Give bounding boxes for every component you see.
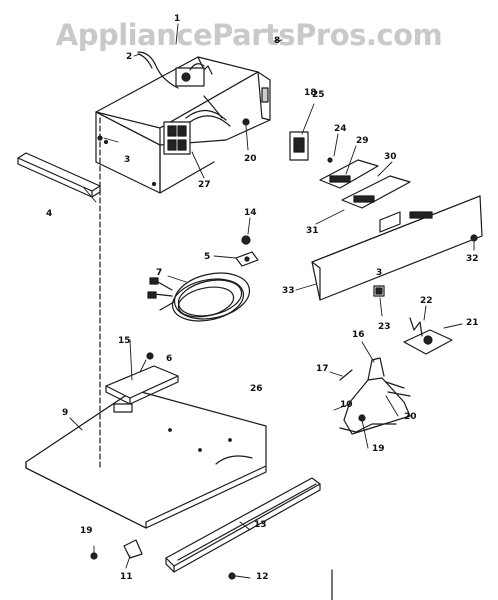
base-plate <box>25 352 267 529</box>
terminal-block <box>163 95 231 155</box>
wire-lead <box>137 51 179 89</box>
callout-10: 10 <box>340 400 353 410</box>
callout-12: 12 <box>256 572 269 582</box>
callout-16: 16 <box>352 330 365 340</box>
callout-25: 25 <box>312 90 325 100</box>
callout-4: 4 <box>46 209 53 219</box>
callout-2: 2 <box>126 52 133 62</box>
callout-21: 21 <box>466 318 479 328</box>
callout-19-right: 19 <box>372 444 385 454</box>
callout-19-left: 19 <box>80 526 93 536</box>
callout-24: 24 <box>334 124 347 134</box>
callout-32: 32 <box>466 254 479 264</box>
callout-15: 15 <box>118 336 131 346</box>
callout-20-lower: 20 <box>404 412 417 422</box>
control-panel-assembly <box>289 131 483 301</box>
callout-11: 11 <box>120 572 133 582</box>
callout-3-harness: 3 <box>376 268 383 278</box>
watermark: AppliancePartsPros.com <box>55 18 443 52</box>
callout-27: 27 <box>198 180 211 190</box>
callout-20-upper: 20 <box>244 154 257 164</box>
coiled-harness <box>147 272 251 322</box>
callout-23: 23 <box>378 322 391 332</box>
callout-6: 6 <box>166 354 173 364</box>
callout-18: 18 <box>304 88 317 98</box>
callout-13: 13 <box>254 520 267 530</box>
callout-9: 9 <box>62 408 69 418</box>
callout-29: 29 <box>356 136 369 146</box>
callout-17: 17 <box>316 364 329 374</box>
trim-rail <box>17 152 101 198</box>
callout-30: 30 <box>384 152 397 162</box>
callout-14: 14 <box>244 208 257 218</box>
retaining-pin <box>339 369 353 381</box>
callout-1: 1 <box>174 14 181 24</box>
front-rail <box>165 477 321 573</box>
wire-clip <box>235 235 259 267</box>
callout-31: 31 <box>306 226 319 236</box>
leader-lines <box>69 23 475 579</box>
callout-8: 8 <box>274 36 281 46</box>
hinge-bracket-assembly <box>339 317 453 435</box>
callout-7: 7 <box>156 268 163 278</box>
knob <box>373 285 385 297</box>
spring-clip <box>123 539 143 559</box>
callout-22: 22 <box>420 296 433 306</box>
callout-5: 5 <box>204 252 211 262</box>
callout-3-upper: 3 <box>124 155 131 165</box>
callout-33: 33 <box>282 286 295 296</box>
callout-26: 26 <box>250 384 263 394</box>
